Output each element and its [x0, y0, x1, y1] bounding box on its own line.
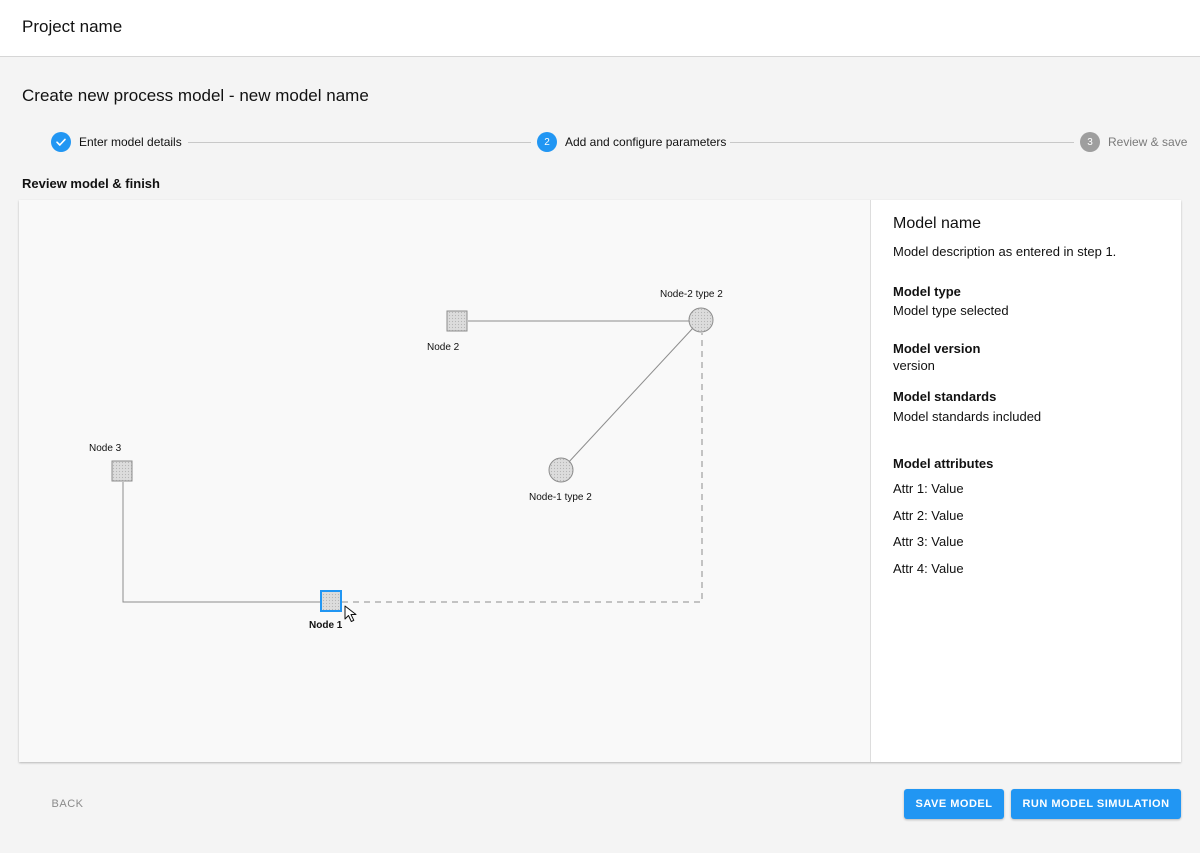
model-type-value: Model type selected — [893, 303, 1009, 318]
model-type-heading: Model type — [893, 284, 961, 299]
model-standards-value: Model standards included — [893, 409, 1042, 424]
node-2-type-2-shape[interactable] — [688, 307, 714, 333]
model-attributes-heading: Model attributes — [893, 456, 994, 471]
step-label: Enter model details — [79, 135, 182, 149]
diagram-canvas[interactable]: Node 2 Node-2 type 2 Node 3 Node-1 type … — [19, 200, 871, 762]
stepper: Enter model details 2 Add and configure … — [0, 130, 1200, 156]
model-standards-heading: Model standards — [893, 389, 997, 404]
app-bar: Project name — [0, 0, 1200, 57]
save-model-button[interactable]: SAVE MODEL — [904, 789, 1004, 819]
node-1-shape-selected[interactable] — [320, 590, 342, 612]
node-1-type-2-label: Node-1 type 2 — [529, 492, 592, 503]
project-name: Project name — [22, 17, 123, 36]
node-2-type-2-label: Node-2 type 2 — [660, 289, 723, 300]
edge-node2type2-to-node1type2[interactable] — [566, 327, 694, 465]
attribute-item: Attr 4: Value — [893, 561, 964, 576]
review-card: Node 2 Node-2 type 2 Node 3 Node-1 type … — [19, 200, 1181, 762]
step-number-badge: 3 — [1080, 132, 1100, 152]
node-3-label: Node 3 — [89, 443, 122, 454]
node-2-shape[interactable] — [446, 310, 468, 332]
cursor-arrow-icon — [344, 605, 357, 622]
step-label: Review & save — [1108, 135, 1188, 149]
step-connector — [188, 142, 531, 143]
edge-node1-to-node2type2-dashed[interactable] — [342, 333, 703, 603]
node-1-type-2-shape[interactable] — [548, 457, 574, 483]
step-number-badge: 2 — [537, 132, 557, 152]
model-details-panel: Model name Model description as entered … — [872, 200, 1181, 762]
step-connector — [730, 142, 1074, 143]
model-name: Model name — [893, 215, 982, 232]
node-1-label: Node 1 — [309, 620, 343, 631]
section-label: Review model & finish — [22, 176, 160, 191]
run-model-simulation-button[interactable]: RUN MODEL SIMULATION — [1011, 789, 1181, 819]
diagram-svg — [111, 307, 714, 622]
attribute-item: Attr 1: Value — [893, 481, 964, 496]
model-version-value: version — [893, 358, 935, 373]
node-2-label: Node 2 — [427, 342, 460, 353]
step-enter-model-details[interactable]: Enter model details — [51, 130, 182, 154]
model-version-heading: Model version — [893, 341, 981, 356]
node-3-shape[interactable] — [111, 460, 133, 482]
model-description: Model description as entered in step 1. — [893, 244, 1117, 259]
step-label: Add and configure parameters — [565, 135, 727, 149]
attribute-item: Attr 2: Value — [893, 508, 964, 523]
back-button[interactable]: BACK — [40, 790, 95, 818]
check-icon — [51, 132, 71, 152]
step-add-configure-parameters[interactable]: 2 Add and configure parameters — [537, 130, 726, 154]
page-title: Create new process model - new model nam… — [22, 86, 369, 105]
edge-node3-to-node1[interactable] — [122, 482, 321, 603]
attribute-item: Attr 3: Value — [893, 534, 964, 549]
step-review-save[interactable]: 3 Review & save — [1080, 130, 1187, 154]
